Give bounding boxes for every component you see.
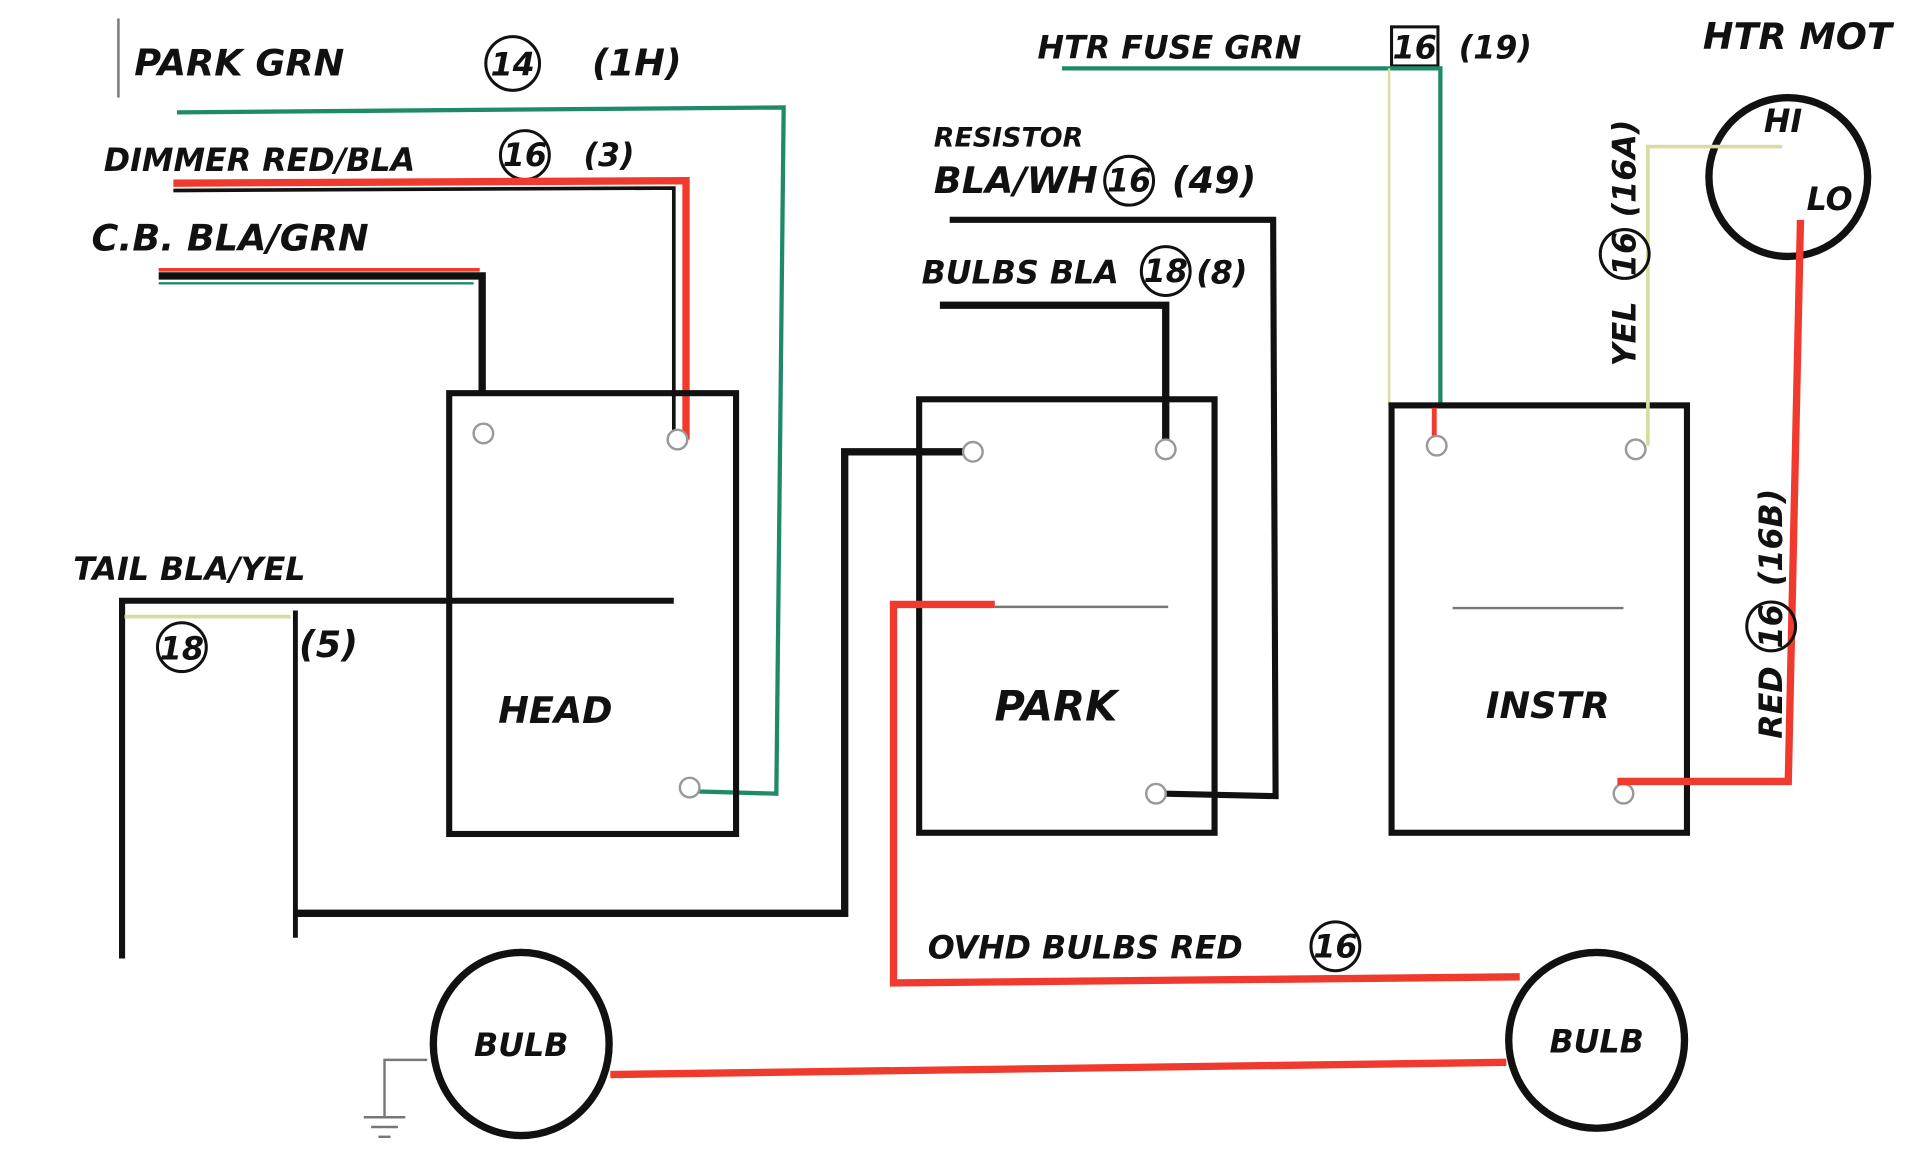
- right-bulb-icon: [1505, 948, 1689, 1132]
- resistor-wire-label: BLA/WH: [934, 159, 1098, 202]
- left-bulb-icon: [429, 948, 613, 1140]
- dimmer-black-wire: [173, 186, 676, 434]
- park-switch-label: PARK: [994, 681, 1120, 730]
- terminal-icon: [961, 440, 984, 463]
- ovhd-gauge: 16: [1313, 929, 1357, 965]
- cb-black-wire: [158, 272, 486, 394]
- tail-to-park-wire: [295, 448, 971, 918]
- instr-switch-box: [1388, 402, 1691, 836]
- ovhd-label: OVHD BULBS RED: [928, 931, 1243, 967]
- yel-label-group: YEL 16 (16A): [1598, 120, 1651, 366]
- park-switch-box: [916, 396, 1218, 836]
- resistor-gauge: 16: [1107, 164, 1151, 200]
- bulbs-gauge: 18: [1144, 254, 1188, 290]
- cb-label: C.B. BLA/GRN: [92, 216, 369, 259]
- dimmer-label: DIMMER RED/BLA: [104, 143, 415, 179]
- htr-fuse-green-wire: [1061, 66, 1443, 406]
- park-grn-label: PARK GRN: [134, 42, 344, 85]
- red-circuit: (16B): [1754, 489, 1790, 586]
- resistor-wire: [949, 216, 1279, 800]
- tail-label: TAIL BLA/YEL: [73, 552, 305, 588]
- instr-switch-label: INSTR: [1486, 684, 1610, 727]
- yel-circuit: (16A): [1608, 120, 1644, 218]
- park-grn-circuit: (1H): [592, 42, 682, 85]
- yel-label: YEL: [1608, 301, 1644, 366]
- gauge-box: [1390, 25, 1440, 68]
- yel-wire: [1646, 144, 1783, 446]
- dimmer-red-wire: [173, 177, 690, 440]
- tail-gauge: 18: [160, 631, 204, 667]
- gauge-circle: [1745, 600, 1798, 653]
- terminal-icon: [1154, 438, 1177, 461]
- yel-gauge: 16: [1608, 232, 1644, 276]
- dimmer-circuit: (3): [583, 138, 634, 174]
- resistor-circuit: (49): [1172, 159, 1256, 202]
- head-switch-label: HEAD: [498, 689, 612, 732]
- gauge-circle: [1598, 228, 1651, 280]
- gauge-circle: [1309, 920, 1362, 973]
- red-gauge: 16: [1754, 604, 1790, 648]
- red-wire: [1617, 219, 1805, 786]
- htr-fuse-gauge: 16: [1393, 31, 1437, 67]
- red-label: RED: [1754, 666, 1790, 738]
- dimmer-gauge: 16: [503, 138, 547, 174]
- gauge-circle: [155, 621, 208, 674]
- ground-icon: [363, 1058, 428, 1139]
- terminal-icon: [678, 776, 701, 799]
- terminal-icon: [666, 428, 689, 451]
- gauge-circle: [484, 35, 542, 92]
- terminal-icon: [1612, 782, 1635, 805]
- terminal-icon: [1624, 438, 1647, 461]
- bulbs-bla-label: BULBS BLA: [922, 255, 1119, 291]
- terminal-icon: [1425, 434, 1448, 457]
- terminal-icon: [472, 422, 495, 445]
- head-switch-box: [446, 390, 740, 838]
- right-bulb-label: BULB: [1549, 1025, 1643, 1061]
- gauge-circle: [1139, 245, 1192, 298]
- park-green-wire: [176, 105, 786, 796]
- bulbs-circuit: (8): [1196, 255, 1247, 291]
- heater-motor-circle: [1705, 94, 1872, 261]
- resistor-label: RESISTOR: [934, 123, 1083, 154]
- htr-fuse-label: HTR FUSE GRN: [1038, 31, 1302, 67]
- htr-fuse-circuit: (19): [1459, 31, 1532, 67]
- bulbs-black-wire: [939, 301, 1170, 450]
- tail-circuit: (5): [299, 623, 358, 666]
- gauge-circle: [1103, 154, 1156, 207]
- hi-label: HI: [1764, 104, 1803, 140]
- tail-black-wire: [119, 597, 674, 959]
- left-bulb-label: BULB: [474, 1028, 568, 1064]
- lo-label: LO: [1807, 182, 1853, 218]
- ovhd-red-wire: [889, 600, 1520, 987]
- bulb-connect-red-wire: [610, 1058, 1507, 1079]
- terminal-icon: [1144, 782, 1167, 805]
- htr-mot-label: HTR MOT: [1703, 15, 1895, 58]
- red-label-group: RED 16 (16B): [1745, 489, 1798, 739]
- park-grn-gauge: 14: [491, 48, 535, 84]
